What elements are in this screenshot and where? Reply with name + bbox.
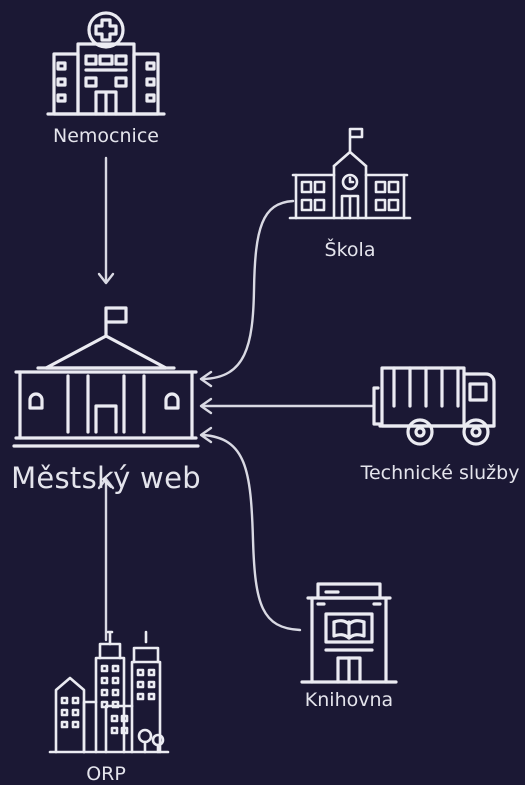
connector-knihovna: [201, 433, 302, 632]
garbage-truck-icon: [372, 366, 496, 446]
label-mestsky-web: Městský web: [11, 461, 201, 495]
arrowhead-skola: [199, 370, 213, 388]
arrowhead-orp: [97, 477, 115, 490]
hospital-icon: [46, 11, 166, 116]
school-icon: [288, 127, 412, 220]
city-skyline-icon: [48, 630, 170, 754]
arrowhead-technicke-sluzby: [199, 397, 213, 415]
connector-skola: [201, 199, 295, 381]
connectors: [97, 156, 374, 642]
arrowhead-nemocnice: [97, 272, 115, 285]
library-icon: [300, 582, 398, 684]
label-orp: ORP: [86, 763, 126, 785]
label-nemocnice: Nemocnice: [53, 125, 159, 147]
label-knihovna: Knihovna: [304, 689, 394, 711]
city-hall-icon: [12, 306, 200, 448]
arrowhead-knihovna: [199, 426, 213, 444]
label-technicke-sluzby: Technické služby: [360, 462, 520, 484]
label-skola: Škola: [324, 239, 376, 261]
